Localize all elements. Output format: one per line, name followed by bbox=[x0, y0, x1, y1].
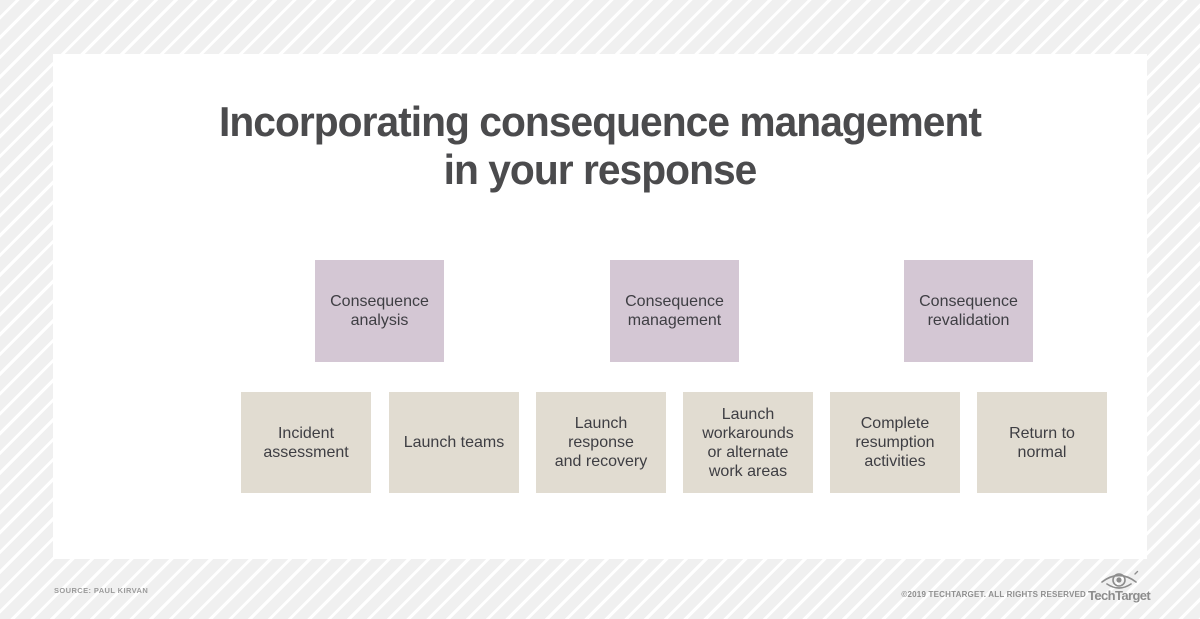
step-box-launch-response-recovery: Launch response and recovery bbox=[536, 392, 666, 493]
copyright-text: ©2019 TECHTARGET. ALL RIGHTS RESERVED bbox=[901, 590, 1086, 599]
phase-box-consequence-management: Consequence management bbox=[610, 260, 739, 362]
source-credit: SOURCE: PAUL KIRVAN bbox=[54, 586, 149, 595]
step-box-complete-resumption: Complete resumption activities bbox=[830, 392, 960, 493]
techtarget-logo: TechTarget bbox=[1088, 568, 1151, 603]
phase-box-consequence-revalidation: Consequence revalidation bbox=[904, 260, 1033, 362]
page-title-line2: in your response bbox=[443, 146, 758, 193]
step-box-incident-assessment: Incident assessment bbox=[241, 392, 371, 493]
step-box-return-to-normal: Return to normal bbox=[977, 392, 1107, 493]
page-title-line1: Incorporating consequence management bbox=[219, 98, 982, 145]
page-title: Incorporating consequence management in … bbox=[69, 98, 1130, 194]
phase-box-consequence-analysis: Consequence analysis bbox=[315, 260, 444, 362]
techtarget-wordmark: TechTarget bbox=[1088, 588, 1151, 603]
step-box-launch-teams: Launch teams bbox=[389, 392, 519, 493]
techtarget-eye-icon bbox=[1101, 570, 1139, 589]
step-box-launch-workarounds: Launch workarounds or alternate work are… bbox=[683, 392, 813, 493]
